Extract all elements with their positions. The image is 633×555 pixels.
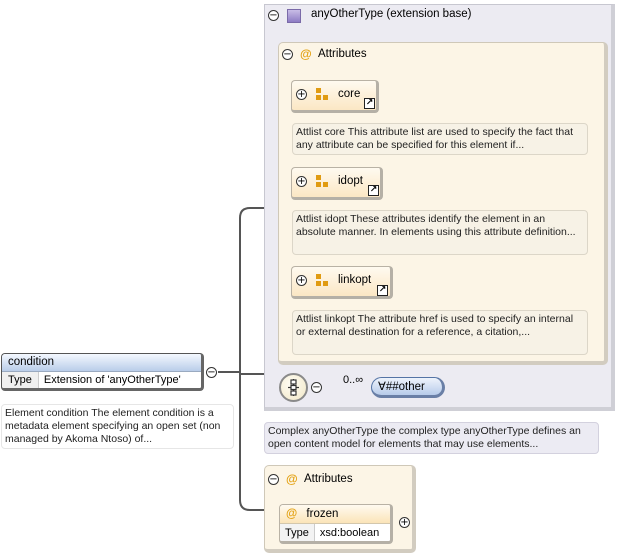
linkopt-expand-toggle[interactable]: +: [296, 275, 307, 286]
attribute-symbol: @: [286, 508, 298, 520]
core-documentation: Attlist core This attribute list are use…: [292, 123, 588, 155]
attribute-frozen[interactable]: @ frozen Type xsd:boolean: [279, 504, 393, 544]
element-type-label: Type: [2, 372, 39, 388]
attributes-2-title: Attributes: [304, 473, 353, 485]
attribute-group-icon: [316, 88, 329, 101]
linkopt-documentation: Attlist linkopt The attribute href is us…: [292, 310, 588, 355]
attribute-group-ref-idopt[interactable]: [291, 167, 383, 200]
element-collapse-toggle[interactable]: −: [206, 367, 217, 378]
idopt-label: idopt: [338, 175, 363, 187]
attributes-2-symbol: @: [286, 472, 298, 486]
any-wildcard[interactable]: ∀##other: [371, 377, 445, 398]
idopt-documentation: Attlist idopt These attributes identify …: [292, 210, 588, 255]
attribute-frozen-expand-toggle[interactable]: +: [399, 517, 410, 528]
complex-type-documentation: Complex anyOtherType the complex type an…: [264, 422, 599, 454]
complex-type-collapse-toggle[interactable]: −: [268, 10, 279, 21]
wildcard-namespace: ##other: [385, 381, 425, 393]
sequence-cardinality: 0..∞: [343, 374, 364, 386]
attribute-frozen-header: @ frozen: [280, 505, 390, 524]
complex-type-icon: [287, 9, 301, 23]
link-icon[interactable]: ↗: [364, 98, 375, 109]
sequence-icon: [288, 379, 299, 396]
attribute-frozen-name: frozen: [306, 508, 339, 520]
core-label: core: [338, 88, 361, 100]
element-type-row: Type Extension of 'anyOtherType': [2, 372, 201, 388]
link-icon[interactable]: ↗: [368, 185, 379, 196]
sequence-compositor[interactable]: [279, 373, 308, 402]
complex-type-title: anyOtherType (extension base): [311, 8, 472, 20]
sequence-collapse-toggle[interactable]: −: [311, 382, 322, 393]
element-name: condition: [2, 354, 201, 372]
idopt-expand-toggle[interactable]: +: [296, 176, 307, 187]
wildcard-symbol: ∀: [378, 381, 386, 393]
link-icon[interactable]: ↗: [377, 285, 388, 296]
attribute-group-ref-linkopt[interactable]: [291, 266, 393, 299]
attributes-collapse-toggle[interactable]: −: [282, 49, 293, 60]
attribute-group-icon: [316, 274, 329, 287]
attributes-symbol: @: [300, 47, 312, 61]
linkopt-label: linkopt: [338, 274, 372, 286]
attribute-group-icon: [316, 175, 329, 188]
element-type-value: Extension of 'anyOtherType': [43, 374, 181, 386]
attribute-type-value: xsd:boolean: [319, 527, 380, 539]
attributes-title: Attributes: [318, 48, 367, 60]
attribute-type-label: Type: [280, 524, 315, 541]
core-expand-toggle[interactable]: +: [296, 89, 307, 100]
attributes-2-collapse-toggle[interactable]: −: [268, 474, 279, 485]
attribute-frozen-type-row: Type xsd:boolean: [280, 524, 390, 541]
element-condition[interactable]: condition Type Extension of 'anyOtherTyp…: [1, 353, 204, 391]
element-documentation: Element condition The element condition …: [1, 404, 234, 449]
